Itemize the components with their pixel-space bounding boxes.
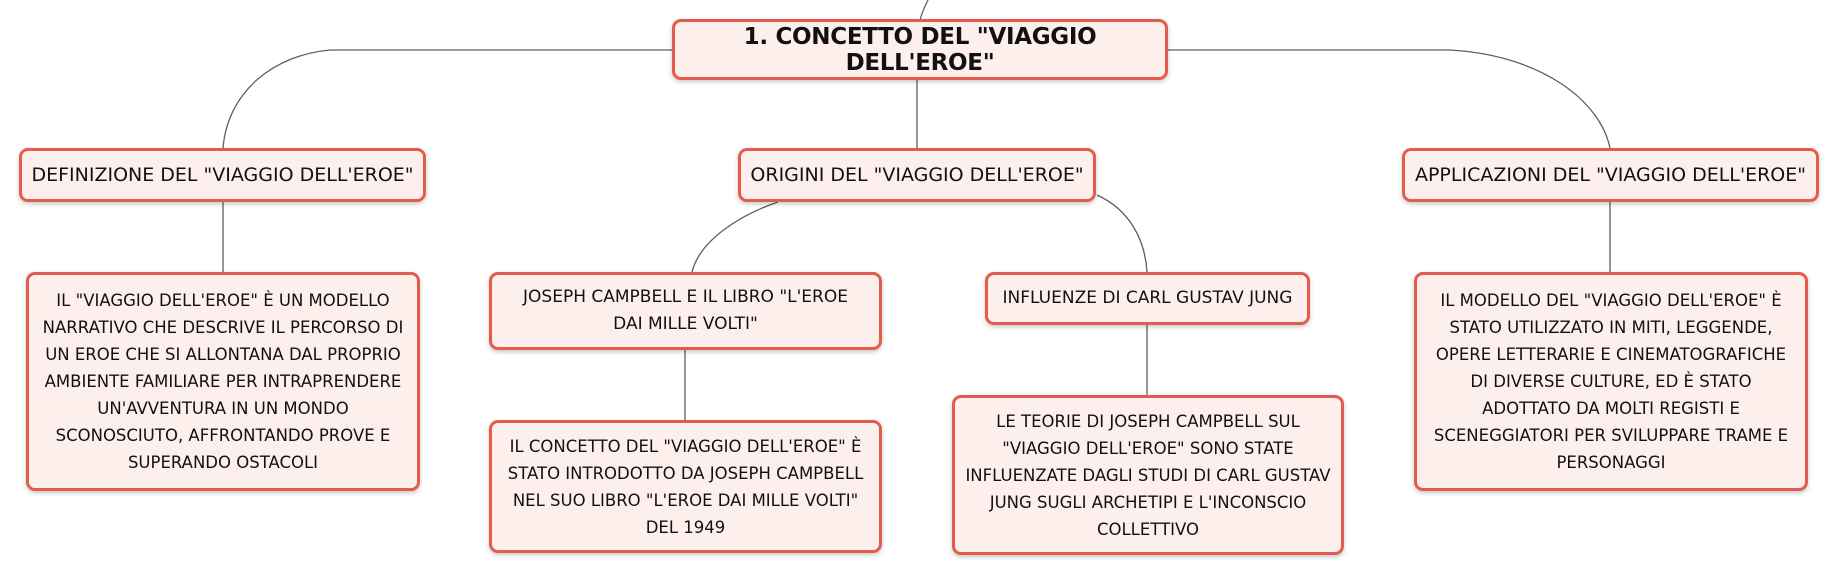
detail-node-campbell[interactable]: IL CONCETTO DEL "VIAGGIO DELL'EROE" È ST… — [489, 420, 882, 553]
detail-text-definizione: IL "VIAGGIO DELL'EROE" È UN MODELLO NARR… — [42, 291, 404, 472]
branch-node-definizione[interactable]: DEFINIZIONE DEL "VIAGGIO DELL'EROE" — [19, 148, 426, 202]
root-node[interactable]: 1. CONCETTO DEL "VIAGGIO DELL'EROE" — [672, 19, 1168, 80]
branch-label-definizione: DEFINIZIONE DEL "VIAGGIO DELL'EROE" — [31, 164, 414, 186]
detail-text-applicazioni: IL MODELLO DEL "VIAGGIO DELL'EROE" È STA… — [1433, 291, 1789, 472]
connector-parent-to-root — [919, 0, 929, 21]
branch-node-origini[interactable]: ORIGINI DEL "VIAGGIO DELL'EROE" — [738, 148, 1096, 202]
detail-text-campbell: IL CONCETTO DEL "VIAGGIO DELL'EROE" È ST… — [507, 436, 864, 537]
sub-label-jung: INFLUENZE DI CARL GUSTAV JUNG — [1002, 288, 1293, 308]
branch-node-applicazioni[interactable]: APPLICAZIONI DEL "VIAGGIO DELL'EROE" — [1402, 148, 1819, 202]
detail-node-definizione[interactable]: IL "VIAGGIO DELL'EROE" È UN MODELLO NARR… — [26, 272, 420, 491]
branch-label-origini: ORIGINI DEL "VIAGGIO DELL'EROE" — [750, 164, 1084, 186]
detail-text-jung: LE TEORIE DI JOSEPH CAMPBELL SUL "VIAGGI… — [965, 411, 1331, 539]
detail-node-jung[interactable]: LE TEORIE DI JOSEPH CAMPBELL SUL "VIAGGI… — [952, 395, 1344, 555]
root-label: 1. CONCETTO DEL "VIAGGIO DELL'EROE" — [743, 23, 1097, 76]
branch-label-applicazioni: APPLICAZIONI DEL "VIAGGIO DELL'EROE" — [1414, 164, 1807, 186]
detail-node-applicazioni[interactable]: IL MODELLO DEL "VIAGGIO DELL'EROE" È STA… — [1414, 272, 1808, 491]
sub-node-campbell[interactable]: JOSEPH CAMPBELL E IL LIBRO "L'EROE DAI M… — [489, 272, 882, 350]
sub-label-campbell: JOSEPH CAMPBELL E IL LIBRO "L'EROE DAI M… — [523, 287, 848, 334]
connector-root-to-applicazioni — [1168, 49, 1611, 149]
connector-origini-to-jung — [1096, 194, 1148, 273]
connector-origini-to-campbell — [691, 201, 779, 273]
sub-node-jung[interactable]: INFLUENZE DI CARL GUSTAV JUNG — [985, 272, 1310, 325]
connector-root-to-definizione — [222, 49, 672, 149]
